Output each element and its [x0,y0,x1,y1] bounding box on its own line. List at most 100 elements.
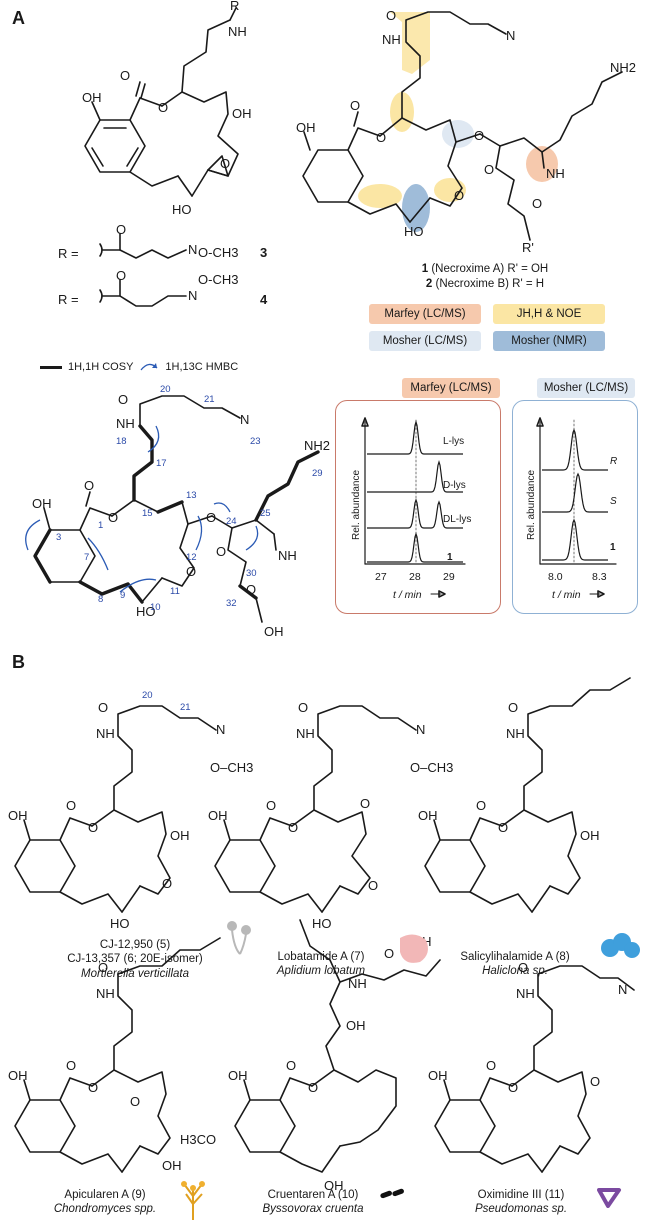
mosher-trace-group [542,428,608,561]
num-32: 32 [226,598,237,609]
num-29: 29 [312,468,323,479]
cap5-line2: CJ-13,357 (6; 20E-isomer) [67,953,203,966]
caption-compound-1: 1 (Necroxime A) R' = OH [385,262,585,276]
num-1: 1 [98,520,103,531]
b7-och3: O–CH3 [410,760,453,775]
num-30: 30 [246,568,257,579]
r-group-3-och3: O-CH3 [198,245,239,260]
b7-o-amide: O [298,700,308,715]
b8-nh: NH [506,726,525,741]
necro-nh: NH [546,166,565,181]
caption-2-name: (Necroxime B) R' = H [435,278,545,290]
r4-n: N [188,288,197,303]
trace-d-lys [367,459,463,493]
b10-o: O [286,1058,296,1073]
structure-salicylihalamide: OH O O OH NH O [418,677,631,913]
b5-oh: OH [8,808,28,823]
legend-cosy-hmbc: 1H,1H COSY 1H,13C HMBC [40,360,238,374]
b9-o: O [66,1058,76,1073]
num-24: 24 [226,516,237,527]
b11-n: N [618,982,627,997]
trace-r [542,428,608,471]
num-8: 8 [98,594,103,605]
num-oh-phenol: OH [32,496,52,511]
necro-o-amide: O [386,8,396,23]
chromatogram-mosher: Rel. abundance R S 1 8.0 8.3 t / min [526,417,617,601]
atom-oh-right: OH [232,106,252,121]
b9-oh2: OH [162,1158,182,1173]
necro-o-ester: O [376,130,386,145]
trace-label-r: R [610,456,617,467]
caption-compound-11: Oximidine III (11) Pseudomonas sp. [446,1188,596,1217]
num-ho: HO [136,604,156,619]
structure-necroxime: OH O O HO O O O NH O N NH NH2 O R' [296,8,636,255]
caption-compound-7: Lobatamide A (7) Aplidium lobatum [246,950,396,979]
necro-nh2: NH2 [610,60,636,75]
chromatogram-mosher-title: Mosher (LC/MS) [537,378,635,398]
b7-oh: OH [208,808,228,823]
marfey-ylabel: Rel. abundance [351,470,362,540]
num-nh-side: NH [116,416,135,431]
chromatogram-marfey-title: Marfey (LC/MS) [402,378,500,398]
b11-o-epox: O [590,1074,600,1089]
num-18: 18 [116,436,127,447]
b10-oh3: OH [324,1178,344,1193]
b5-ho: HO [110,916,130,931]
atom-o-epoxide: O [220,156,230,171]
atom-o-ester: O [158,100,168,115]
cap5-line1: CJ-12,950 (5) [99,939,171,951]
cap10-organism: Byssovorax cruenta [262,1203,364,1216]
structure-compound-3-4: OH O O OH HO O NH R [82,0,252,217]
necro-o-carbonyl: O [350,98,360,113]
b10-oh: OH [228,1068,248,1083]
b9-oh: OH [8,1068,28,1083]
mosher-xlabel: t / min [552,589,581,601]
b11-o2: O [508,1080,518,1095]
trace-s [542,472,608,513]
b8-o-amide: O [508,700,518,715]
cap8-organism: Haliclona sp. [482,965,548,978]
r-prefix-3: R = [58,246,79,261]
r-group-4-och3: O-CH3 [198,272,239,287]
myxobacterium-icon [181,1181,205,1220]
cap5-organism: Mortierella verticillata [80,967,189,980]
structure-oximidine: OH O O O NH O N [428,960,635,1173]
num-oh-bottom: OH [264,624,284,639]
num-o-ester2: O [216,544,226,559]
b5-n: N [216,722,225,737]
b11-o-amide: O [518,960,528,975]
b11-nh: NH [516,986,535,1001]
necro-o-epoxide: O [454,188,464,203]
rod-bacteria-icon [380,1188,404,1199]
b7-o2: O [288,820,298,835]
cap7-organism: Aplidium lobatum [276,965,366,978]
num-17: 17 [156,458,167,469]
necro-r-prime: R' [522,240,534,255]
cap8-line1: Salicylihalamide A (8) [460,951,570,963]
necro-o-c13: O [474,128,484,143]
num-10: 10 [150,602,161,613]
atom-oh-phenol: OH [82,90,102,105]
b10-o-amide: O [384,946,394,961]
num-3: 3 [56,532,61,543]
num-15: 15 [142,508,153,519]
hmbc-arrow-icon [140,363,158,371]
trace-mosher-1 [542,518,608,561]
num-o-c30: O [246,582,256,597]
num-25: 25 [260,508,271,519]
caption-compound-5: CJ-12,950 (5) CJ-13,357 (6; 20E-isomer) … [40,938,230,981]
num-9: 9 [120,590,125,601]
b10-h3co: H3CO [180,1132,216,1147]
num-7: 7 [84,552,89,563]
atom-r-label: R [230,0,239,13]
b7-nh: NH [296,726,315,741]
b5-o-epox: O [162,876,172,891]
trace-label-l-lys: L-lys [443,436,464,447]
atom-ho-bottom: HO [172,202,192,217]
cosy-line-swatch [40,365,62,369]
r-number-4: 4 [260,292,268,307]
r3-n: N [188,242,197,257]
b7-o3: O [360,796,370,811]
necro-oh-phenol: OH [296,120,316,135]
b9-o2: O [88,1080,98,1095]
